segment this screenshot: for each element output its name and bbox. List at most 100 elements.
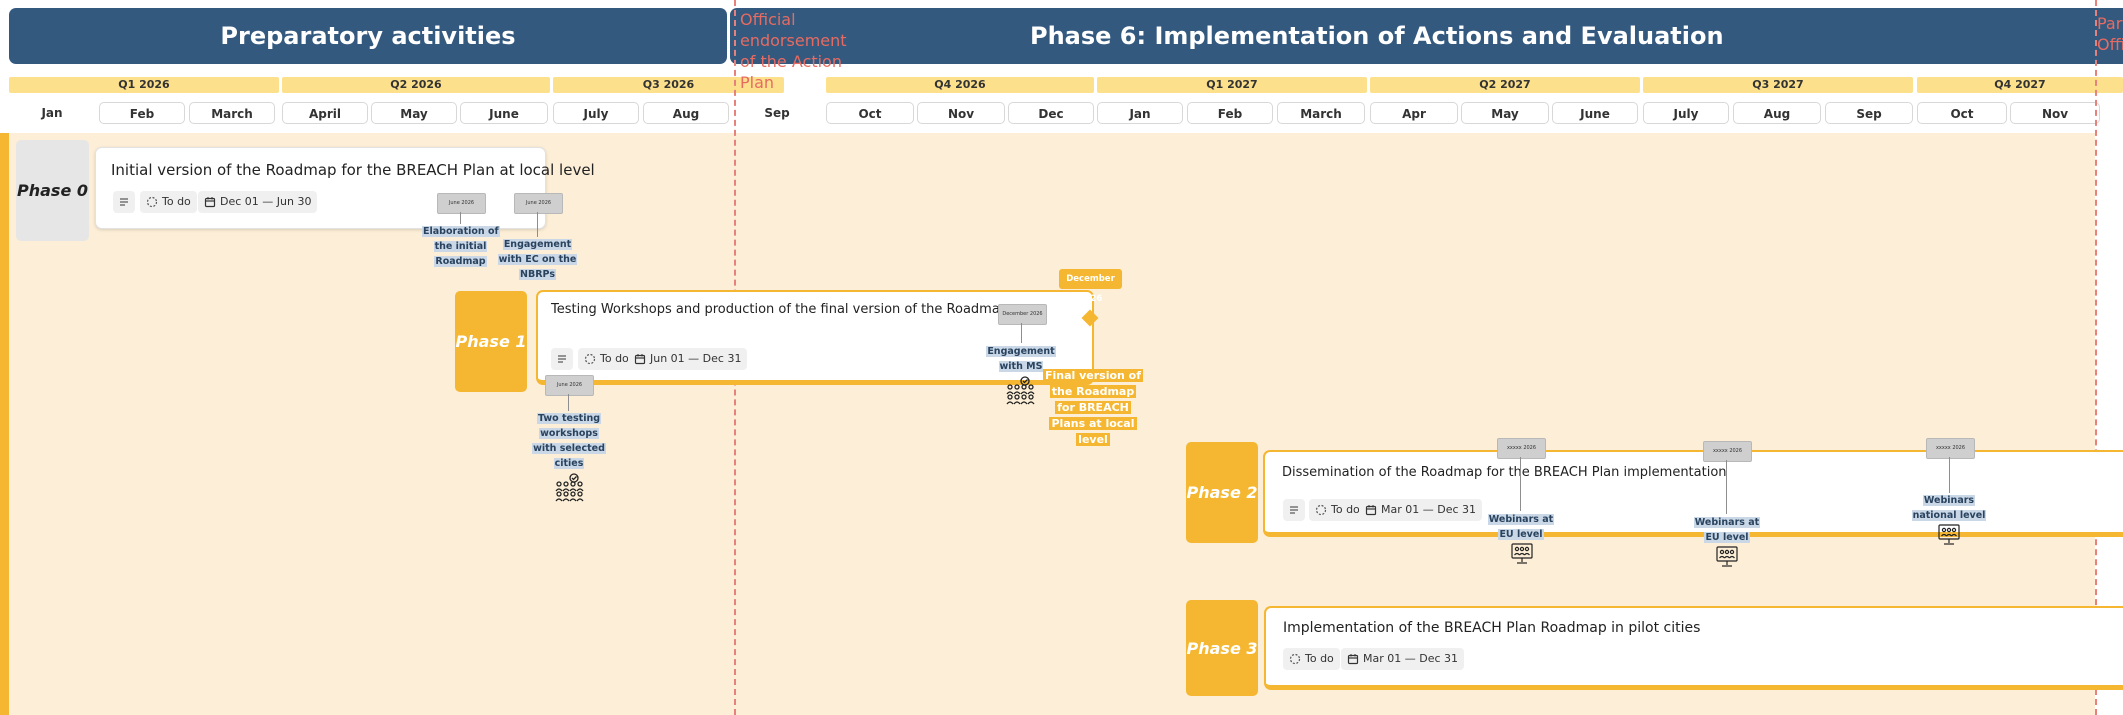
phase-2-title: Dissemination of the Roadmap for the BRE…: [1282, 465, 1727, 480]
quarter-q1-2026: Q1 2026: [9, 77, 279, 93]
phase-3-title: Implementation of the BREACH Plan Roadma…: [1283, 620, 1701, 636]
month-cell: Sep: [733, 102, 821, 124]
dashed-circle-icon: [584, 353, 596, 365]
status-text: To do: [1331, 503, 1360, 516]
milestone-date-pill: June 2026: [437, 193, 486, 214]
webinar-icon: [1510, 543, 1534, 565]
phase-1-title: Testing Workshops and production of the …: [551, 302, 1009, 317]
phase-1-dates[interactable]: Jun 01 — Dec 31: [628, 348, 748, 370]
right-marker-label: Part Offi: [2097, 14, 2123, 54]
phase-3-badge[interactable]: Phase 3: [1186, 600, 1258, 696]
month-cell: Aug: [1733, 102, 1821, 124]
phase-3-card[interactable]: Implementation of the BREACH Plan Roadma…: [1264, 606, 2123, 690]
month-cell: June: [1552, 102, 1638, 124]
month-cell: April: [282, 102, 368, 124]
preparatory-activities-header: Preparatory activities: [9, 8, 727, 64]
milestone-stem: [460, 212, 461, 224]
calendar-icon: [634, 354, 646, 365]
month-cell: Oct: [826, 102, 914, 124]
quarter-q3-2027: Q3 2027: [1643, 77, 1913, 93]
phase-2-dates[interactable]: Mar 01 — Dec 31: [1359, 499, 1483, 521]
month-cell: Jan: [1097, 102, 1183, 124]
month-cell: Oct: [1917, 102, 2007, 124]
status-text: To do: [600, 352, 629, 365]
month-cell: March: [1277, 102, 1365, 124]
month-cell: May: [1461, 102, 1549, 124]
milestone-date-pill: xxxxx 2026: [1703, 441, 1752, 462]
month-cell: Feb: [1187, 102, 1273, 124]
milestone-label: Webinars at EU level: [1693, 517, 1761, 543]
month-cell: May: [371, 102, 457, 124]
month-cell: Sep: [1825, 102, 1913, 124]
quarter-q2-2026: Q2 2026: [282, 77, 550, 93]
people-group-icon: [1004, 376, 1036, 406]
quarter-q1-2027: Q1 2027: [1097, 77, 1367, 93]
month-cell: Aug: [643, 102, 729, 124]
dashed-circle-icon: [1315, 504, 1327, 516]
webinar-icon: [1937, 524, 1961, 546]
lines-icon[interactable]: [551, 348, 573, 370]
month-cell: July: [1643, 102, 1729, 124]
phase-2-status[interactable]: To do: [1309, 499, 1366, 521]
milestone-stem: [1726, 460, 1727, 514]
milestone-stem: [1520, 457, 1521, 511]
milestone-date-pill: xxxxx 2026: [1926, 438, 1975, 459]
milestone-label: Engagement with EC on the NBRPs: [497, 239, 578, 280]
phase-3-status[interactable]: To do: [1283, 648, 1340, 670]
dashed-circle-icon: [1289, 653, 1301, 665]
milestone-label: Webinars national level: [1911, 495, 1987, 521]
lines-icon[interactable]: [113, 191, 135, 213]
dashed-circle-icon: [146, 196, 158, 208]
milestone-stem: [568, 394, 569, 411]
phase-1-card[interactable]: Testing Workshops and production of the …: [536, 290, 1094, 385]
milestone-date-pill: June 2026: [514, 193, 563, 214]
people-group-icon: [553, 473, 585, 503]
phase6-header: Phase 6: Implementation of Actions and E…: [730, 8, 2123, 64]
phase-1-badge[interactable]: Phase 1: [455, 291, 527, 392]
quarter-q4-2026: Q4 2026: [826, 77, 1094, 93]
milestone-stem: [537, 212, 538, 237]
month-cell: Nov: [2010, 102, 2100, 124]
calendar-icon: [204, 197, 216, 208]
quarter-q2-2027: Q2 2027: [1370, 77, 1640, 93]
phase-2-badge[interactable]: Phase 2: [1186, 442, 1258, 543]
month-cell: March: [189, 102, 275, 124]
phase-2-card[interactable]: Dissemination of the Roadmap for the BRE…: [1263, 450, 2123, 537]
milestone-label: Webinars at EU level: [1487, 514, 1555, 540]
calendar-icon: [1347, 654, 1359, 665]
official-endorsement-label: Official endorsement of the Action Plan: [740, 10, 847, 92]
phase-0-dates[interactable]: Dec 01 — Jun 30: [198, 191, 318, 213]
phase-3-dates[interactable]: Mar 01 — Dec 31: [1341, 648, 1465, 670]
phase-1-status[interactable]: To do: [578, 348, 635, 370]
date-range-text: Dec 01 — Jun 30: [220, 195, 312, 208]
quarter-q4-2027: Q4 2027: [1917, 77, 2123, 93]
phase-0-status[interactable]: To do: [140, 191, 197, 213]
month-cell: June: [460, 102, 548, 124]
milestone-label: Two testing workshops with selected citi…: [532, 413, 606, 469]
month-cell: July: [553, 102, 639, 124]
month-cell: Jan: [9, 102, 95, 124]
webinar-icon: [1715, 546, 1739, 568]
milestone-label: Engagement with MS: [986, 346, 1056, 372]
month-cell: Dec: [1008, 102, 1094, 124]
date-range-text: Mar 01 — Dec 31: [1363, 652, 1459, 665]
phase-0-badge[interactable]: Phase 0: [16, 140, 89, 241]
month-cell: Feb: [99, 102, 185, 124]
phase-0-title: Initial version of the Roadmap for the B…: [111, 161, 595, 179]
date-range-text: Mar 01 — Dec 31: [1381, 503, 1477, 516]
milestone-stem: [1021, 323, 1022, 343]
phase-0-card[interactable]: Initial version of the Roadmap for the B…: [95, 147, 595, 229]
status-text: To do: [1305, 652, 1334, 665]
lines-icon[interactable]: [1283, 499, 1305, 521]
month-cell: Apr: [1370, 102, 1458, 124]
month-cell: Nov: [917, 102, 1005, 124]
milestone-stem: [1949, 457, 1950, 493]
date-range-text: Jun 01 — Dec 31: [650, 352, 742, 365]
milestone-date-pill: December 2026: [998, 304, 1047, 325]
calendar-icon: [1365, 505, 1377, 516]
milestone-label: Elaboration of the initial Roadmap: [422, 226, 500, 267]
milestone-label: Final version of the Roadmap for BREACH …: [1042, 369, 1144, 446]
milestone-date-pill: December 2026: [1059, 269, 1122, 304]
right-marker-line: [2095, 0, 2097, 715]
left-accent-bar: [0, 133, 9, 715]
